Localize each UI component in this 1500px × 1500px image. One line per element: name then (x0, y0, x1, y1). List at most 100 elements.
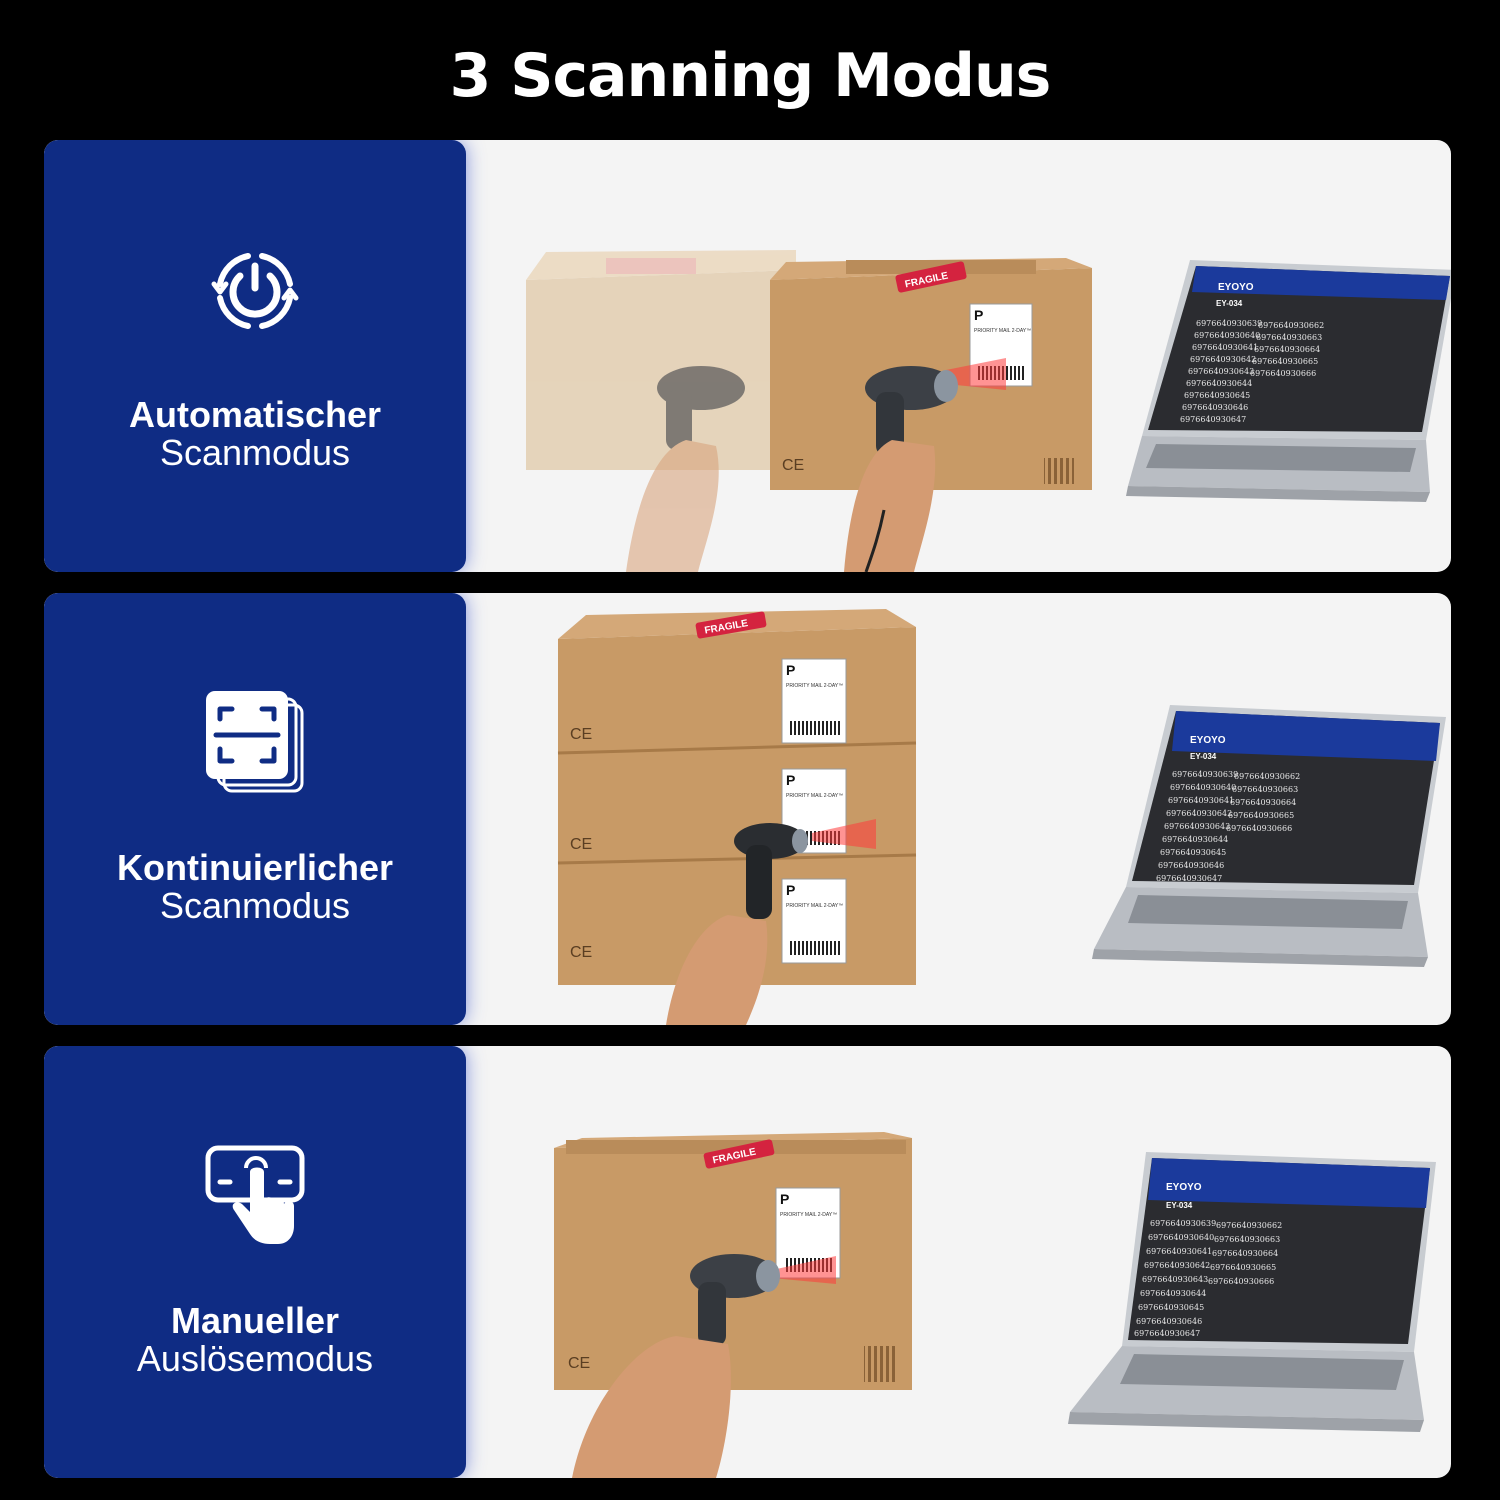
cardboard-box: FRAGILE P PRIORITY MAIL 2-DAY™ CE (770, 258, 1092, 490)
mode-panel: Kontinuierlicher Scanmodus (44, 593, 466, 1025)
code-line: 6976640930640 (1170, 783, 1236, 792)
code-line: 6976640930663 (1232, 785, 1298, 794)
mode-card-continuous: Kontinuierlicher Scanmodus FRAGILE P PRI… (44, 593, 1451, 1025)
code-line: 6976640930642 (1166, 809, 1232, 818)
laptop: EYOYO EY-034 6976640930639 6976640930640… (1068, 1152, 1436, 1432)
mode-label-regular: Scanmodus (159, 432, 351, 473)
code-line: 6976640930645 (1160, 848, 1226, 857)
code-line: 6976640930645 (1138, 1303, 1204, 1312)
code-line: 6976640930647 (1156, 874, 1222, 883)
mode-panel: Automatischer Scanmodus (44, 140, 466, 572)
scene-continuous: FRAGILE P PRIORITY MAIL 2-DAY™ P PRIORIT… (466, 593, 1451, 1025)
screen-codes: 6976640930639 6976640930640 697664093064… (1180, 319, 1324, 424)
label-priority: PRIORITY MAIL 2-DAY™ (786, 793, 843, 799)
code-line: 6976640930662 (1216, 1221, 1282, 1230)
hand (844, 440, 936, 572)
laptop: EYOYO EY-034 6976640930639 6976640930640… (1126, 260, 1451, 502)
code-line: 6976640930666 (1208, 1277, 1274, 1286)
screen-brand: EYOYO (1218, 282, 1254, 293)
code-line: 6976640930641 (1146, 1247, 1212, 1256)
code-line: 6976640930663 (1256, 333, 1322, 342)
code-line: 6976640930642 (1144, 1261, 1210, 1270)
mode-label-regular: Auslösemodus (136, 1338, 374, 1379)
screen-brand: EYOYO (1166, 1182, 1202, 1193)
laptop: EYOYO EY-034 6976640930639 6976640930640… (1092, 705, 1446, 967)
code-line: 6976640930644 (1186, 379, 1252, 388)
box-stack: FRAGILE P PRIORITY MAIL 2-DAY™ P PRIORIT… (557, 609, 917, 985)
code-line: 6976640930665 (1210, 1263, 1276, 1272)
code-line: 6976640930646 (1182, 403, 1248, 412)
code-line: 6976640930646 (1158, 861, 1224, 870)
hand-tap-icon (200, 1142, 310, 1252)
code-line: 6976640930645 (1184, 391, 1250, 400)
power-ring-icon (200, 236, 310, 346)
code-line: 6976640930643 (1164, 822, 1230, 831)
mode-label-bold: Kontinuierlicher (116, 847, 394, 888)
screen-device: EY-034 (1216, 299, 1243, 308)
mode-label: Automatischer Scanmodus (129, 396, 381, 472)
barcode-scanner (844, 366, 958, 572)
label-p: P (786, 772, 795, 788)
code-line: 6976640930640 (1148, 1233, 1214, 1242)
ce-mark: CE (570, 726, 592, 743)
code-line: 6976640930643 (1142, 1275, 1208, 1284)
mode-card-manual: Manueller Auslösemodus FRAGILE P PRIORIT… (44, 1046, 1451, 1478)
code-line: 6976640930639 (1172, 770, 1238, 779)
scanner-ghost (626, 366, 745, 572)
code-line: 6976640930647 (1180, 415, 1246, 424)
code-line: 6976640930643 (1188, 367, 1254, 376)
screen-brand: EYOYO (1190, 735, 1226, 746)
scene-automatic: FRAGILE P PRIORITY MAIL 2-DAY™ CE (466, 140, 1451, 572)
code-line: 6976640930644 (1140, 1289, 1206, 1298)
code-line: 6976640930662 (1258, 321, 1324, 330)
code-line: 6976640930639 (1150, 1219, 1216, 1228)
code-line: 6976640930664 (1212, 1249, 1278, 1258)
mode-card-automatic: Automatischer Scanmodus FRAGILE P PRIORI… (44, 140, 1451, 572)
laser-beam (946, 358, 1006, 390)
code-line: 6976640930664 (1254, 345, 1320, 354)
scene-manual: FRAGILE P PRIORITY MAIL 2-DAY™ CE EYOYO (466, 1046, 1451, 1478)
label-priority: PRIORITY MAIL 2-DAY™ (786, 683, 843, 689)
code-line: 6976640930665 (1252, 357, 1318, 366)
code-line: 6976640930662 (1234, 772, 1300, 781)
code-line: 6976640930666 (1250, 369, 1316, 378)
code-line: 6976640930665 (1228, 811, 1294, 820)
code-line: 6976640930663 (1214, 1235, 1280, 1244)
ce-mark: CE (568, 1355, 590, 1372)
screen-device: EY-034 (1166, 1201, 1193, 1210)
mode-label-regular: Scanmodus (159, 885, 351, 926)
code-line: 6976640930647 (1134, 1329, 1200, 1338)
laser-beam (772, 1256, 836, 1284)
label-priority: PRIORITY MAIL 2-DAY™ (974, 328, 1031, 334)
code-line: 6976640930640 (1194, 331, 1260, 340)
code-line: 6976640930642 (1190, 355, 1256, 364)
label-p: P (780, 1191, 789, 1207)
label-p: P (786, 662, 795, 678)
hand (572, 1336, 731, 1478)
label-p: P (974, 307, 983, 323)
screen-device: EY-034 (1190, 752, 1217, 761)
code-line: 6976640930644 (1162, 835, 1228, 844)
code-line: 6976640930666 (1226, 824, 1292, 833)
barcode-scanner (572, 1254, 780, 1478)
ce-mark: CE (570, 836, 592, 853)
screen-codes: 6976640930639 6976640930640 697664093064… (1156, 770, 1300, 883)
code-line: 6976640930664 (1230, 798, 1296, 807)
motion-blur-box (526, 250, 796, 470)
page-title: 3 Scanning Modus (449, 41, 1052, 111)
code-line: 6976640930641 (1168, 796, 1234, 805)
mode-label-bold: Manueller (170, 1300, 340, 1341)
mode-label: Kontinuierlicher Scanmodus (117, 849, 393, 925)
hand (666, 915, 768, 1025)
code-line: 6976640930641 (1192, 343, 1258, 352)
label-priority: PRIORITY MAIL 2-DAY™ (780, 1212, 837, 1218)
ce-mark: CE (782, 457, 804, 474)
mode-label-bold: Automatischer (128, 394, 382, 435)
screen-codes: 6976640930639 6976640930640 697664093064… (1134, 1219, 1282, 1338)
mode-label: Manueller Auslösemodus (137, 1302, 373, 1378)
mode-panel: Manueller Auslösemodus (44, 1046, 466, 1478)
ce-mark: CE (570, 944, 592, 961)
stacked-scan-frame-icon (200, 689, 310, 799)
label-p: P (786, 882, 795, 898)
code-line: 6976640930646 (1136, 1317, 1202, 1326)
